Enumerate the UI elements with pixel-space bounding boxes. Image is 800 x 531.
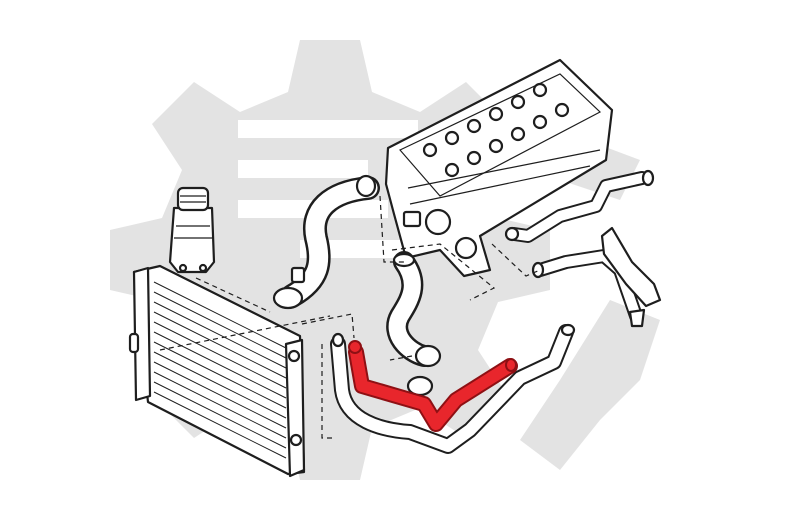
radiator-fins xyxy=(153,281,287,459)
lower-radiator-hose xyxy=(330,323,576,454)
engine-cylinder-head xyxy=(384,58,614,278)
coolant-expansion-tank xyxy=(168,186,216,274)
assembly-lines xyxy=(159,195,541,439)
highlighted-bypass-hose xyxy=(348,340,518,432)
coolant-flange xyxy=(600,226,662,308)
heater-pipe-upper xyxy=(504,169,655,243)
water-pump-hose xyxy=(386,251,442,397)
heater-pipe-lower xyxy=(531,226,662,328)
radiator xyxy=(128,264,306,478)
upper-radiator-hose xyxy=(272,174,380,310)
camshaft-lobes xyxy=(422,82,570,178)
